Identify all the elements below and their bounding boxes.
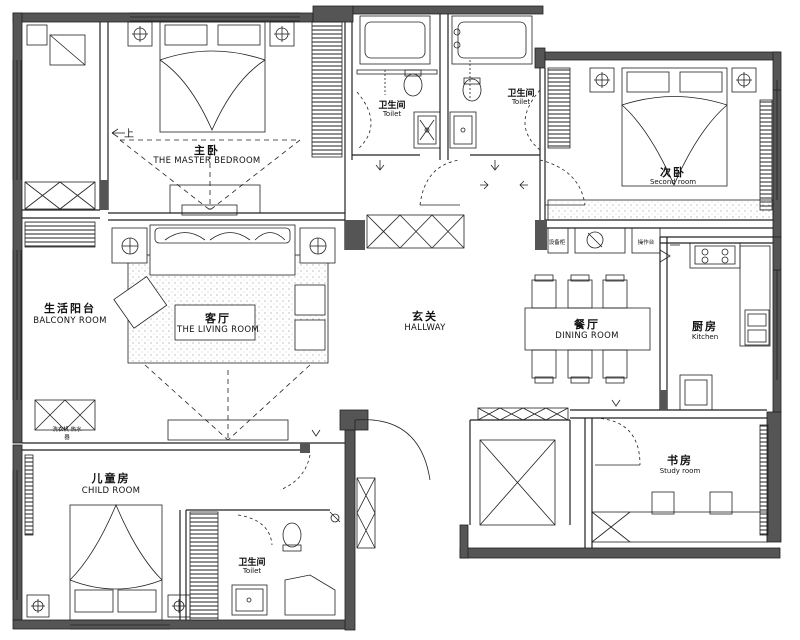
child-toilet-fixtures (231, 511, 341, 616)
child-room-label-en: CHILD ROOM (81, 486, 141, 496)
master-bed (111, 21, 343, 216)
toilet-3-label-en: Toilet (242, 567, 262, 575)
doors (237, 159, 641, 546)
appliance-cabinet-label: 操作台 (637, 240, 655, 246)
toilet-2-label-en: Toilet (511, 98, 531, 106)
child-bed (24, 454, 219, 621)
master-bedroom-label-zh: 主卧 (194, 144, 220, 157)
second-room-label-zh: 次卧 (660, 166, 686, 179)
washer-area-label: 洗衣机 热水器 (52, 427, 82, 441)
hallway-label-zh: 玄关 (412, 310, 438, 323)
equipment-cabinet-label: 设备柜 (548, 240, 566, 246)
study-room-label-zh: 书房 (667, 454, 693, 467)
kitchen-label-zh: 厨房 (692, 320, 718, 333)
entry-cabinets (356, 407, 569, 549)
utility-row (547, 227, 661, 254)
toilet-3-label-zh: 卫生间 (238, 558, 266, 568)
toilet-fixtures (356, 15, 541, 171)
up-arrow-label: 上 (124, 129, 136, 140)
second-room-label-en: Second room (649, 178, 697, 186)
kitchen-label-en: Kitchen (691, 333, 719, 341)
dining-room-label-zh: 餐厅 (574, 318, 600, 331)
hallway-label-en: HALLWAY (404, 323, 446, 333)
balcony-label-en: BALCONY ROOM (33, 316, 107, 326)
kitchen-fixtures (659, 242, 771, 411)
dining-room-label-en: DINING ROOM (555, 331, 619, 341)
toilet-1-label-zh: 卫生间 (378, 101, 406, 111)
dining-set (524, 274, 651, 384)
hallway-cabinet (366, 214, 465, 249)
toilet-1-label-en: Toilet (382, 110, 402, 118)
study-room-label-en: Study room (659, 467, 701, 475)
toilet-2-label-zh: 卫生间 (507, 89, 535, 99)
study-furniture (591, 424, 769, 543)
living-room-label-en: THE LIVING ROOM (177, 325, 259, 335)
windows (12, 12, 781, 630)
living-room-label-zh: 客厅 (205, 312, 231, 325)
second-bed (547, 67, 774, 221)
child-room-label-zh: 儿童房 (91, 472, 131, 485)
balcony-fixtures (24, 24, 96, 431)
master-bedroom-label-en: THE MASTER BEDROOM (153, 156, 261, 166)
balcony-label-zh: 生活阳台 (44, 302, 96, 315)
living-room-furniture (111, 224, 336, 441)
